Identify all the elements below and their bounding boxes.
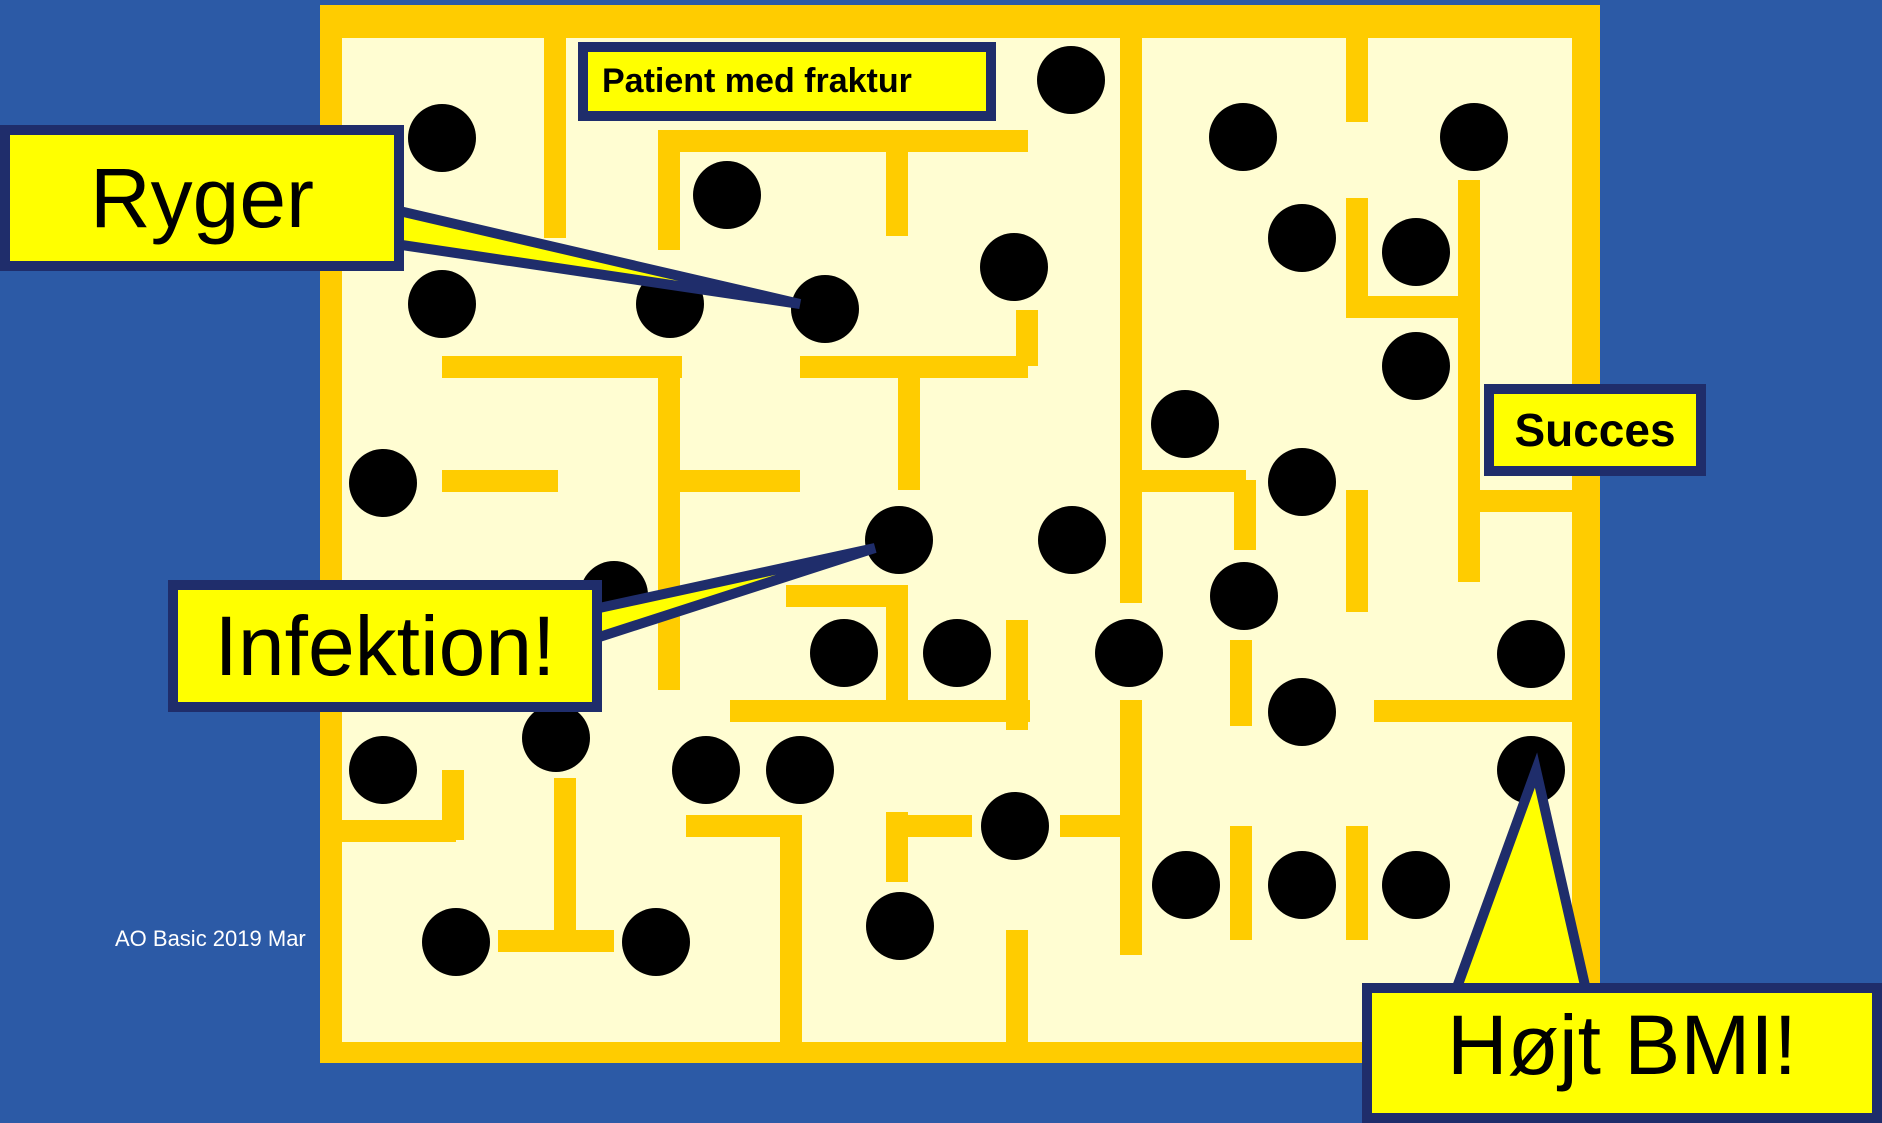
maze-hole	[349, 736, 417, 804]
maze-wall	[1374, 700, 1572, 722]
maze-hole	[408, 270, 476, 338]
maze-hole	[422, 908, 490, 976]
callout-ryger: Ryger	[0, 125, 404, 271]
maze-wall	[442, 470, 558, 492]
maze-wall	[1346, 38, 1368, 122]
maze-wall	[1060, 815, 1142, 837]
maze-board	[320, 5, 1600, 1063]
maze-hole	[810, 619, 878, 687]
maze-hole	[1440, 103, 1508, 171]
maze-wall	[1006, 930, 1028, 1042]
maze-wall	[442, 356, 682, 378]
maze-hole	[622, 908, 690, 976]
maze-hole	[1382, 332, 1450, 400]
maze-wall	[800, 356, 1028, 378]
maze-hole	[1151, 390, 1219, 458]
maze-wall	[658, 130, 1028, 152]
maze-wall	[544, 38, 566, 238]
maze-hole	[693, 161, 761, 229]
maze-wall	[1346, 296, 1480, 318]
maze-hole	[1037, 46, 1105, 114]
maze-wall	[1230, 640, 1252, 726]
maze-wall	[686, 815, 802, 837]
maze-wall	[342, 820, 456, 842]
maze-hole	[1268, 851, 1336, 919]
maze-hole	[1038, 506, 1106, 574]
maze-hole	[672, 736, 740, 804]
maze-wall	[1478, 490, 1572, 512]
maze-wall	[1234, 480, 1256, 550]
maze-hole	[522, 704, 590, 772]
maze-hole	[1152, 851, 1220, 919]
maze-hole	[981, 792, 1049, 860]
footer-text: AO Basic 2019 Mar	[115, 926, 306, 951]
maze-hole	[408, 104, 476, 172]
maze-wall	[498, 930, 614, 952]
maze-wall	[786, 585, 908, 607]
maze-hole	[866, 892, 934, 960]
maze-hole	[1497, 620, 1565, 688]
maze-wall	[554, 778, 576, 943]
maze-hole	[923, 619, 991, 687]
maze-hole	[1268, 204, 1336, 272]
maze-wall	[1140, 470, 1246, 492]
maze-wall	[1016, 310, 1038, 366]
maze-hole	[349, 449, 417, 517]
callout-infektion: Infektion!	[168, 580, 602, 712]
maze-wall	[658, 360, 680, 690]
maze-hole	[1209, 103, 1277, 171]
maze-hole	[1095, 619, 1163, 687]
maze-wall	[1120, 38, 1142, 603]
maze-wall	[780, 815, 802, 1042]
maze-hole	[1268, 678, 1336, 746]
maze-hole	[1268, 448, 1336, 516]
goal-label: Succes	[1484, 384, 1706, 476]
maze-wall	[886, 150, 908, 236]
maze-hole	[1210, 562, 1278, 630]
maze-wall	[886, 815, 972, 837]
start-label: Patient med fraktur	[578, 42, 996, 121]
maze-wall	[658, 470, 800, 492]
maze-wall	[1346, 826, 1368, 940]
maze-wall	[1230, 826, 1252, 940]
maze-hole	[1382, 851, 1450, 919]
maze-wall	[886, 590, 908, 700]
slide: AO Basic 2019 Mar Patient med fraktur Su…	[0, 5, 1882, 1123]
maze-wall	[1346, 198, 1368, 318]
maze-wall	[658, 150, 680, 250]
maze-hole	[865, 506, 933, 574]
maze-hole	[980, 233, 1048, 301]
maze-wall	[1346, 490, 1368, 612]
callout-hojt-bmi: Højt BMI!	[1362, 983, 1882, 1123]
maze-hole	[1382, 218, 1450, 286]
maze-hole	[791, 275, 859, 343]
maze-wall	[1458, 180, 1480, 582]
maze-hole	[766, 736, 834, 804]
maze-wall	[898, 360, 920, 490]
maze-wall	[730, 700, 1030, 722]
